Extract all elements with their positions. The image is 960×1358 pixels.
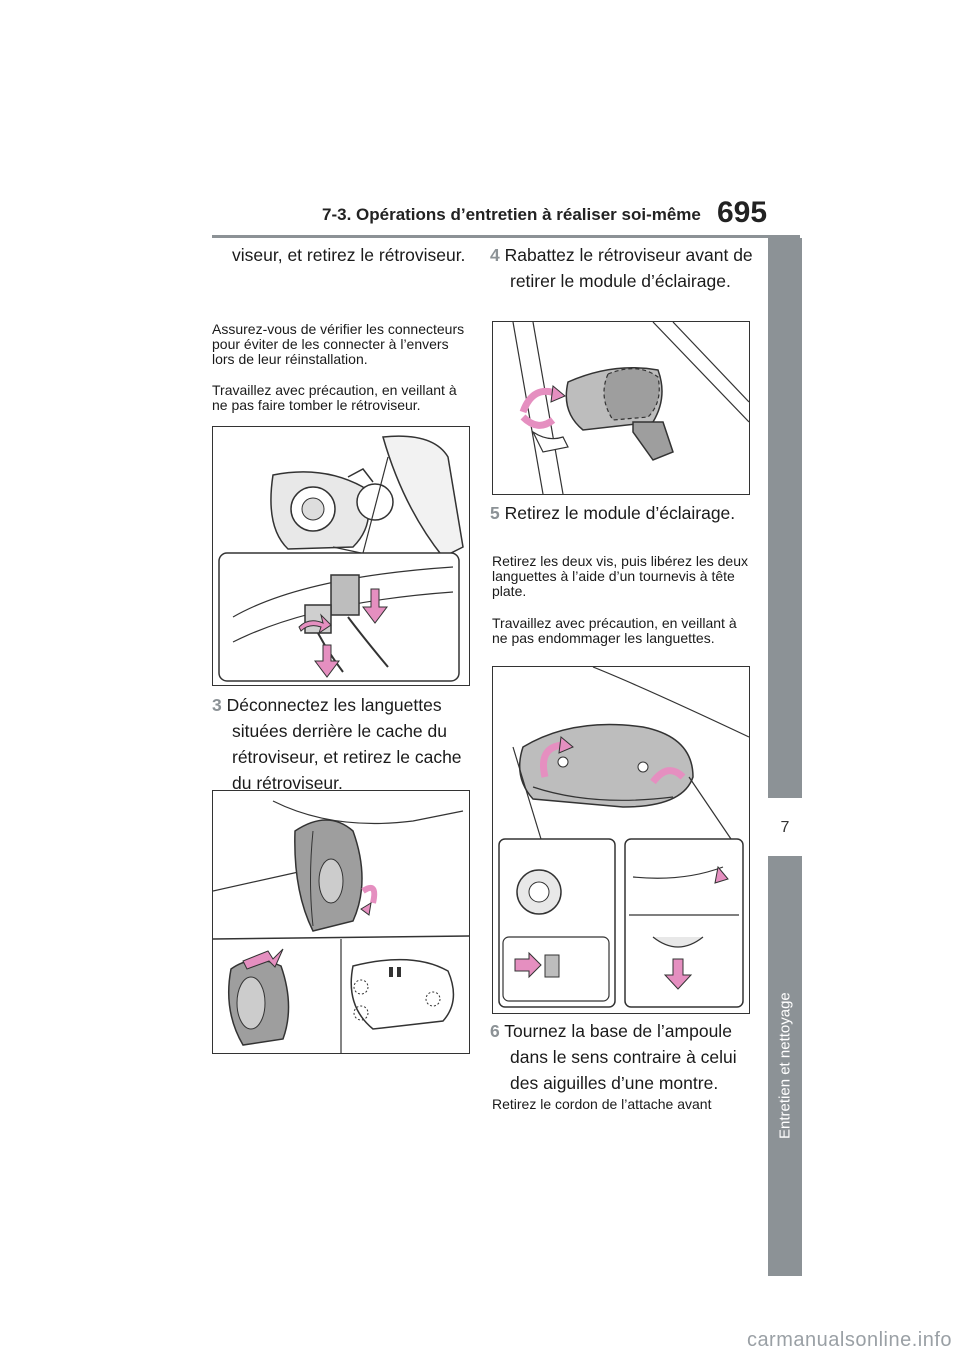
step-3-block: 3 Déconnectez les languettes situées der… [212,692,468,796]
page-number: 695 [717,196,768,229]
continued-step-text-block: viseur, et retirez le rétroviseur. [232,242,472,268]
figure-fold-mirror [492,321,750,495]
step-5-block: 5 Retirez le module d’éclairage. [490,500,755,526]
step-4-block: 4 Rabattez le rétroviseur avant de retir… [490,242,755,294]
figure-lighting-module [492,666,750,1014]
figure-mirror-connectors [212,426,470,686]
step-6-number: 6 [490,1021,500,1041]
note-remove-screws: Retirez les deux vis, puis libérez les d… [492,553,749,599]
note-careful-drop: Travaillez avec précaution, en veillant … [212,382,457,413]
step-3-text: Déconnectez les languettes situées derri… [226,695,462,793]
note-careful-tabs: Travaillez avec précaution, en veillant … [492,615,737,646]
illustration-connectors [213,427,469,685]
step-5-number: 5 [490,503,500,523]
illustration-fold-mirror [493,322,749,494]
section-title: 7-3. Opérations d’entretien à réaliser s… [322,205,701,224]
note-remove-cord: Retirez le cordon de l’attache avant [492,1096,712,1112]
chapter-tab [768,238,802,798]
step-5-text: Retirez le module d’éclairage. [504,503,736,523]
chapter-number: 7 [780,819,790,836]
header-rule [212,235,800,238]
step-4-text: Rabattez le rétroviseur avant de retirer… [504,245,753,291]
chapter-label: Entretien et nettoyage [776,992,794,1140]
note-block-5: Retirez le cordon de l’attache avant [492,1097,752,1112]
step-4-number: 4 [490,245,500,265]
watermark: carmanualsonline.info [746,1329,952,1351]
step-3-number: 3 [212,695,222,715]
step-6-text: Tournez la base de l’ampoule dans le sen… [504,1021,737,1093]
illustration-lighting-module [493,667,749,1013]
step-6-block: 6 Tournez la base de l’ampoule dans le s… [490,1018,755,1096]
figure-mirror-cover [212,790,470,1054]
continued-step-text: viseur, et retirez le rétroviseur. [232,245,466,265]
note-block-2: Travaillez avec précaution, en veillant … [212,383,468,413]
chapter-label-box [768,856,802,1276]
note-block-3: Retirez les deux vis, puis libérez les d… [492,554,752,599]
note-block-4: Travaillez avec précaution, en veillant … [492,616,752,646]
illustration-mirror-cover [213,791,469,1053]
note-connectors: Assurez-vous de vérifier les connecteurs… [212,321,465,367]
note-block-1: Assurez-vous de vérifier les connecteurs… [212,322,468,367]
